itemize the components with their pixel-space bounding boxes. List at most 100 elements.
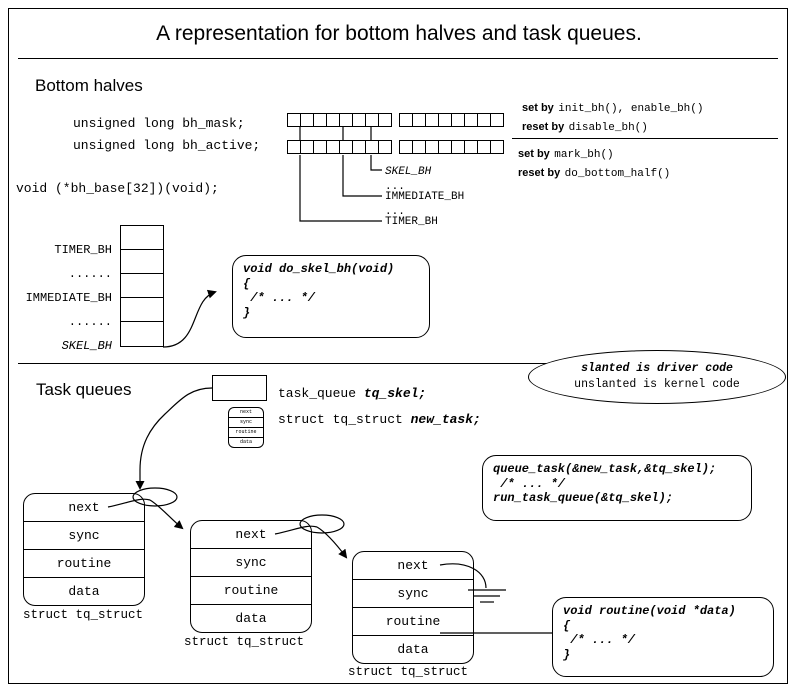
tq-field-sync: sync: [191, 549, 311, 577]
tq-struct-caption-2: struct tq_struct: [184, 635, 305, 649]
section-heading-task-queues: Task queues: [36, 380, 132, 399]
bh-mask-set-value: init_bh(), enable_bh(): [558, 103, 704, 115]
bit-cell: [451, 140, 465, 154]
diagram-frame: [8, 8, 788, 684]
code-line: }: [243, 305, 251, 320]
bit-leader-label-skel-bh: SKEL_BH: [385, 166, 432, 178]
code-box-queue-usage: queue_task(&new_task,&tq_skel); /* ... *…: [482, 455, 752, 521]
code-line: }: [563, 647, 571, 662]
bit-cell: [425, 113, 439, 127]
bh-base-cell: [121, 298, 163, 322]
bit-leader-ellipsis-2: ...: [385, 206, 405, 218]
bit-cell: [464, 140, 478, 154]
bit-leader-ellipsis-1: ...: [385, 181, 405, 193]
bit-cell: [365, 140, 379, 154]
decl-task-queue: task_queue tq_skel;: [278, 386, 426, 401]
bit-cell: [313, 113, 327, 127]
tq-struct-box-2: next sync routine data: [190, 520, 312, 633]
title-underline: [18, 58, 778, 59]
bit-cell: [326, 113, 340, 127]
bit-cell: [399, 113, 413, 127]
code-box-routine: void routine(void *data) { /* ... */ }: [552, 597, 774, 677]
bit-cell: [490, 113, 504, 127]
bit-cell: [438, 140, 452, 154]
bit-cell: [477, 113, 491, 127]
bh-base-cell: [121, 250, 163, 274]
legend-line-slanted: slanted is driver code: [581, 362, 733, 376]
tq-field-data: data: [68, 584, 100, 599]
bh-mask-reset-label: reset by: [522, 121, 565, 133]
tq-field-routine: routine: [353, 608, 473, 636]
bit-cell: [399, 140, 413, 154]
bit-cell: [313, 140, 327, 154]
mini-field-routine: routine: [229, 428, 263, 438]
tq-field-next: next: [353, 552, 473, 580]
bit-cell: [438, 113, 452, 127]
bh-mask-set-label: set by: [522, 102, 554, 114]
note-divider: [512, 138, 778, 139]
bit-cell: [352, 140, 366, 154]
code-line: {: [563, 618, 571, 633]
bh-mask-reset-value: disable_bh(): [568, 122, 648, 134]
code-line: void do_skel_bh(void): [243, 262, 395, 276]
tq-struct-box-3: next sync routine data: [352, 551, 474, 664]
bh-base-cell: [121, 322, 163, 346]
bh-base-row-label-ellipsis-1: ......: [68, 267, 112, 281]
bit-cell: [378, 140, 392, 154]
bit-cell: [490, 140, 504, 154]
bit-cell: [412, 113, 426, 127]
bit-cell: [425, 140, 439, 154]
section-divider: [18, 363, 733, 364]
decl-tq-struct-type: struct tq_struct: [278, 412, 411, 427]
bh-base-table: [120, 225, 164, 347]
mini-field-data: data: [239, 439, 252, 445]
bh-base-row-label-ellipsis-2: ......: [68, 315, 112, 329]
bh-base-row-label-timer-bh: TIMER_BH: [54, 243, 112, 257]
bit-leader-label-immediate-bh: IMMEDIATE_BH: [385, 191, 465, 203]
decl-task-queue-var: tq_skel;: [363, 386, 427, 401]
mini-field-next: next: [229, 408, 263, 418]
bit-leader-label-timer-bh: TIMER_BH: [385, 216, 438, 228]
mini-tq-struct-box: next sync routine data: [228, 407, 264, 448]
bit-cell: [300, 140, 314, 154]
bit-cell: [451, 113, 465, 127]
tq-field-sync: sync: [353, 580, 473, 608]
tq-field-sync: sync: [24, 522, 144, 550]
tq-struct-box-1: next sync routine data: [23, 493, 145, 606]
bh-active-bit-array: [287, 140, 504, 154]
decl-bh-mask: unsigned long bh_mask;: [73, 116, 245, 131]
bh-active-note: set by mark_bh() reset by do_bottom_half…: [518, 144, 670, 181]
bit-cell: [365, 113, 379, 127]
bh-base-cell: [121, 226, 163, 250]
tq-field-next: next: [24, 494, 144, 522]
bit-cell: [477, 140, 491, 154]
bh-base-row-label-immediate-bh: IMMEDIATE_BH: [25, 291, 112, 305]
code-line: /* ... */: [493, 476, 566, 491]
bit-cell: [287, 113, 301, 127]
decl-bh-active: unsigned long bh_active;: [73, 138, 261, 153]
section-heading-bottom-halves: Bottom halves: [35, 76, 143, 95]
decl-tq-struct-var: new_task;: [410, 412, 481, 427]
bh-active-set-value: mark_bh(): [554, 149, 614, 161]
bh-active-reset-label: reset by: [518, 167, 561, 179]
tq-struct-caption-1: struct tq_struct: [23, 608, 144, 622]
tq-field-next: next: [191, 521, 311, 549]
bit-cell: [339, 113, 353, 127]
bit-cell: [412, 140, 426, 154]
bh-active-set-label: set by: [518, 148, 550, 160]
bit-cell: [287, 140, 301, 154]
bit-cell: [300, 113, 314, 127]
legend-line-unslanted: unslanted is kernel code: [574, 378, 740, 391]
bh-base-row-label-skel-bh: SKEL_BH: [61, 339, 112, 353]
code-line: {: [243, 276, 251, 291]
bit-cell: [464, 113, 478, 127]
decl-tq-struct: struct tq_struct new_task;: [278, 412, 481, 427]
tq-struct-caption-3: struct tq_struct: [348, 665, 469, 679]
decl-task-queue-type: task_queue: [278, 386, 364, 401]
bit-cell: [378, 113, 392, 127]
bit-cell: [326, 140, 340, 154]
decl-bh-base: void (*bh_base[32])(void);: [16, 181, 219, 196]
tq-field-data: data: [235, 611, 267, 626]
bh-mask-bit-array: [287, 113, 504, 127]
